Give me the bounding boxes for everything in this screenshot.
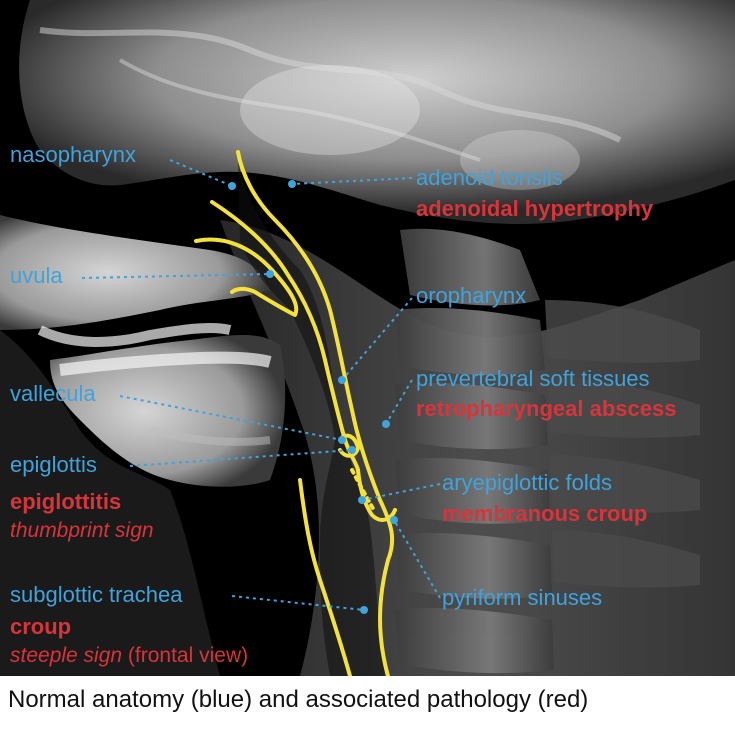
label-adenoid-tonsils: adenoid tonsils	[416, 165, 563, 190]
label-steeple-sign-line: steeple sign (frontal view)	[10, 645, 248, 666]
marker-adenoid-tonsils	[288, 180, 296, 188]
label-epiglottitis: epiglottitis	[10, 489, 122, 514]
label-uvula: uvula	[10, 263, 63, 288]
label-nasopharynx: nasopharynx	[10, 142, 136, 167]
label-adenoidal-hypertrophy: adenoidal hypertrophy	[416, 196, 654, 221]
label-vallecula: vallecula	[10, 381, 96, 406]
marker-subglottic-trachea	[360, 606, 368, 614]
label-pyriform-sinuses: pyriform sinuses	[442, 585, 603, 610]
marker-aryepiglottic	[358, 496, 366, 504]
figure-caption: Normal anatomy (blue) and associated pat…	[8, 686, 589, 713]
label-retropharyngeal-abscess: retropharyngeal abscess	[416, 396, 677, 421]
marker-nasopharynx	[228, 182, 236, 190]
leader-adenoid-tonsils	[291, 177, 413, 185]
label-prevertebral-soft-tissues: prevertebral soft tissues	[416, 366, 650, 391]
marker-prevertebral	[382, 420, 390, 428]
label-frontal-view: (frontal view)	[127, 644, 249, 667]
marker-pyriform	[390, 516, 398, 524]
label-steeple-sign: steeple sign	[10, 644, 123, 667]
marker-epiglottis	[348, 446, 356, 454]
leader-nasopharynx	[169, 159, 233, 187]
lateral-neck-xray	[0, 0, 735, 676]
leader-uvula	[81, 273, 271, 279]
aryepiglottic-fold-dotted	[350, 468, 377, 514]
epiglottis-outline	[338, 433, 360, 458]
leader-epiglottis	[129, 449, 353, 467]
marker-uvula	[266, 270, 274, 278]
leader-prevertebral	[385, 379, 413, 425]
label-oropharynx: oropharynx	[416, 283, 527, 308]
leader-subglottic-trachea	[231, 595, 365, 611]
label-membranous-croup: membranous croup	[442, 501, 648, 526]
anterior-pharyngeal-wall-outline	[210, 200, 360, 472]
label-aryepiglottic-folds: aryepiglottic folds	[442, 470, 612, 495]
label-epiglottis: epiglottis	[10, 452, 97, 477]
leader-pyriform	[393, 519, 441, 599]
marker-oropharynx	[338, 376, 346, 384]
marker-vallecula	[338, 436, 346, 444]
label-croup: croup	[10, 614, 72, 639]
tracheal-outline	[298, 478, 352, 676]
soft-palate-outline	[194, 237, 299, 317]
label-thumbprint-sign: thumbprint sign	[10, 519, 154, 542]
posterior-pharyngeal-wall-outline	[236, 150, 395, 676]
leader-vallecula	[119, 395, 343, 441]
label-subglottic-trachea: subglottic trachea	[10, 582, 183, 607]
